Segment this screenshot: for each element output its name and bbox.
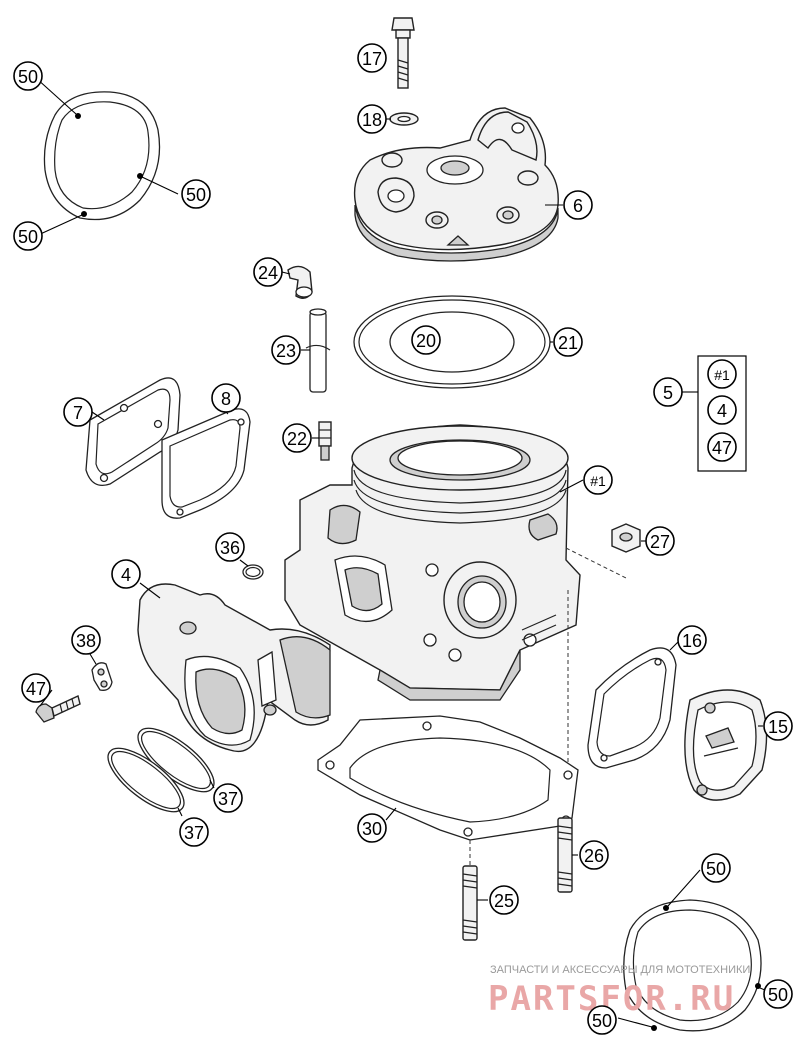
- svg-text:50: 50: [186, 185, 206, 205]
- cylinder-head: [353, 107, 559, 262]
- callout-5-item-47: 47: [707, 432, 737, 462]
- side-cover-gasket: [587, 647, 677, 769]
- svg-text:18: 18: [362, 110, 382, 130]
- svg-text:20: 20: [416, 331, 436, 351]
- svg-text:37: 37: [184, 823, 204, 843]
- callout-50-bottom-right-a: 50: [701, 853, 731, 883]
- svg-text:4: 4: [121, 565, 131, 585]
- callout-5: 5: [653, 377, 683, 407]
- callout-30: 30: [357, 813, 387, 843]
- svg-text:24: 24: [258, 263, 278, 283]
- cylinder: [284, 424, 581, 701]
- exhaust-valve-housing: [137, 583, 331, 752]
- callout-50-top-left-b: 50: [181, 179, 211, 209]
- svg-text:50: 50: [18, 67, 38, 87]
- callout-21: 21: [553, 327, 583, 357]
- callout-6: 6: [563, 190, 593, 220]
- svg-text:50: 50: [592, 1011, 612, 1031]
- svg-text:37: 37: [218, 789, 238, 809]
- callout-36: 36: [215, 532, 245, 562]
- callout-15: 15: [763, 711, 793, 741]
- callout-50-top-left-c: 50: [13, 221, 43, 251]
- svg-text:26: 26: [584, 846, 604, 866]
- callout-22: 22: [282, 423, 312, 453]
- svg-text:5: 5: [663, 383, 673, 403]
- svg-text:50: 50: [768, 985, 788, 1005]
- small-o-ring: [242, 564, 264, 580]
- watermark: ЗАПЧАСТИ И АКСЕССУАРЫ ДЛЯ МОТОТЕХНИКИ PA…: [488, 964, 750, 1019]
- callout-26: 26: [579, 840, 609, 870]
- callout-50-bottom-right-c: 50: [587, 1005, 617, 1035]
- head-gasket-inner: [389, 311, 515, 373]
- callout-50-top-left-a: 50: [13, 61, 43, 91]
- callout-24: 24: [253, 257, 283, 287]
- callout-27: 27: [645, 526, 675, 556]
- svg-text:7: 7: [73, 403, 83, 423]
- svg-text:#1: #1: [590, 473, 606, 489]
- vent-hose: [305, 308, 331, 393]
- callout-17: 17: [357, 43, 387, 73]
- o-ring-large-lower: [107, 747, 185, 813]
- svg-text:47: 47: [26, 679, 46, 699]
- hose-fitting: [287, 265, 313, 299]
- bolt-washer: [389, 112, 419, 126]
- allen-screw: [35, 695, 81, 723]
- callout-4: 4: [111, 559, 141, 589]
- svg-text:4: 4: [717, 401, 727, 421]
- exhaust-cover-gasket-bottom: [623, 899, 762, 1032]
- cylinder-stud-front: [462, 865, 478, 941]
- cylinder-base-nut: [611, 523, 641, 553]
- svg-text:17: 17: [362, 49, 382, 69]
- callout-16: 16: [677, 625, 707, 655]
- svg-text:36: 36: [220, 538, 240, 558]
- callout-23: 23: [271, 335, 301, 365]
- callout-cylinder-1: #1: [583, 465, 613, 495]
- svg-text:50: 50: [18, 227, 38, 247]
- svg-text:30: 30: [362, 819, 382, 839]
- svg-text:23: 23: [276, 341, 296, 361]
- svg-text:8: 8: [221, 389, 231, 409]
- callout-37-lower: 37: [179, 817, 209, 847]
- exhaust-valve-cover-gasket: [161, 408, 251, 519]
- watermark-tagline: ЗАПЧАСТИ И АКСЕССУАРЫ ДЛЯ МОТОТЕХНИКИ: [490, 964, 750, 976]
- callout-50-bottom-right-b: 50: [763, 979, 793, 1009]
- svg-text:25: 25: [494, 891, 514, 911]
- retaining-plate: [91, 662, 113, 691]
- svg-text:38: 38: [76, 631, 96, 651]
- callout-25: 25: [489, 885, 519, 915]
- svg-text:15: 15: [768, 717, 788, 737]
- callout-20: 20: [411, 325, 441, 355]
- vent-nipple: [318, 421, 332, 461]
- svg-text:27: 27: [650, 532, 670, 552]
- svg-text:16: 16: [682, 631, 702, 651]
- callout-47: 47: [21, 673, 51, 703]
- callout-7: 7: [63, 397, 93, 427]
- cylinder-head-bolt: [391, 17, 415, 89]
- exhaust-cover-gasket-top: [43, 91, 161, 221]
- callout-38: 38: [71, 625, 101, 655]
- callout-5-item-4: 4: [707, 395, 737, 425]
- callout-18: 18: [357, 104, 387, 134]
- svg-text:47: 47: [712, 438, 732, 458]
- svg-text:22: 22: [287, 429, 307, 449]
- side-cover: [684, 689, 768, 801]
- cylinder-base-gasket: [317, 715, 579, 841]
- callout-8: 8: [211, 383, 241, 413]
- cylinder-stud-rear: [557, 817, 573, 893]
- callout-37-upper: 37: [213, 783, 243, 813]
- svg-text:21: 21: [558, 333, 578, 353]
- callout-5-item-1: #1: [707, 359, 737, 389]
- svg-text:6: 6: [573, 196, 583, 216]
- svg-text:50: 50: [706, 859, 726, 879]
- svg-text:#1: #1: [714, 367, 730, 383]
